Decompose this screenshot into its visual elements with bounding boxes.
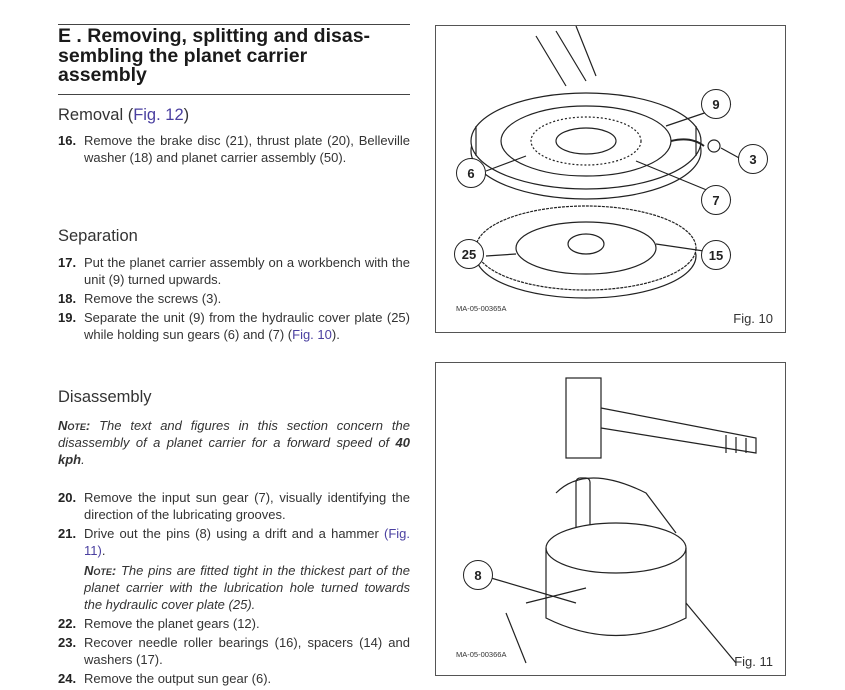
top-rule xyxy=(58,24,410,25)
step-number: 21. xyxy=(58,526,77,541)
figure-code: MA-05-00366A xyxy=(456,650,507,659)
heading-text: Removal ( xyxy=(58,106,134,124)
step-number: 18. xyxy=(58,291,77,306)
planet-carrier-illustration xyxy=(470,26,742,299)
title-line: E . Removing, splitting and disas- xyxy=(58,25,371,47)
note-end: . xyxy=(81,452,85,467)
note-label: Note: xyxy=(58,418,91,433)
step-text: Remove the screws (3). xyxy=(84,291,222,306)
disassembly-heading: Disassembly xyxy=(58,388,152,406)
title-rule xyxy=(58,94,410,95)
note-text: The text and figures in this section con… xyxy=(58,418,410,450)
step-text-main: Separate the unit (9) from the hydraulic… xyxy=(84,310,410,342)
step-21-note: Note: The pins are fitted tight in the t… xyxy=(84,562,410,613)
step-text: Drive out the pins (8) using a drift and… xyxy=(84,526,410,613)
figure-caption: Fig. 10 xyxy=(733,311,773,326)
step-number: 24. xyxy=(58,671,77,686)
step-text: Recover needle roller bearings (16), spa… xyxy=(84,635,410,667)
callout-7: 7 xyxy=(701,185,731,215)
note-bold: 40 kph xyxy=(58,435,410,467)
step-17: 17. Put the planet carrier assembly on a … xyxy=(58,254,410,288)
figure-caption: Fig. 11 xyxy=(734,654,773,669)
callout-9: 9 xyxy=(701,89,731,119)
step-text: Put the planet carrier assembly on a wor… xyxy=(84,255,410,287)
step-text: Remove the planet gears (12). xyxy=(84,616,260,631)
figure-11: 8 MA-05-00366A Fig. 11 xyxy=(435,362,786,676)
callout-6: 6 xyxy=(456,158,486,188)
disassembly-steps: 20. Remove the input sun gear (7), visual… xyxy=(58,489,410,689)
step-number: 17. xyxy=(58,255,77,270)
callout-25: 25 xyxy=(454,239,484,269)
removal-heading: Removal (Fig. 12) xyxy=(58,106,189,125)
step-text: Separate the unit (9) from the hydraulic… xyxy=(84,310,410,342)
step-number: 16. xyxy=(58,133,77,148)
step-text-main: Drive out the pins (8) using a drift and… xyxy=(84,526,384,541)
note-label: Note: xyxy=(84,563,117,578)
disassembly-note: Note: The text and figures in this secti… xyxy=(58,417,410,468)
step-16: 16. Remove the brake disc (21), thrust pl… xyxy=(58,132,410,166)
step-number: 22. xyxy=(58,616,77,631)
step-text: Remove the input sun gear (7), visually … xyxy=(84,490,410,522)
heading-close: ) xyxy=(183,106,190,124)
step-21: 21. Drive out the pins (8) using a drift … xyxy=(58,525,410,613)
figure-code: MA-05-00365A xyxy=(456,304,507,313)
step-24: 24. Remove the output sun gear (6). xyxy=(58,670,410,687)
separation-heading: Separation xyxy=(58,227,138,245)
step-22: 22. Remove the planet gears (12). xyxy=(58,615,410,632)
callout-8: 8 xyxy=(463,560,493,590)
separation-steps: 17. Put the planet carrier assembly on a … xyxy=(58,254,410,345)
step-text: Remove the output sun gear (6). xyxy=(84,671,272,686)
step-18: 18. Remove the screws (3). xyxy=(58,290,410,307)
hammer-drift-illustration xyxy=(490,377,757,664)
section-title: E . Removing, splitting and disas- sembl… xyxy=(58,25,410,86)
figure-10: 9 3 6 7 25 15 MA-05-00365A Fig. 10 xyxy=(435,25,786,333)
note-text: The pins are fitted tight in the thickes… xyxy=(84,563,410,612)
step-number: 23. xyxy=(58,635,77,650)
step-number: 20. xyxy=(58,490,77,505)
step-23: 23. Recover needle roller bearings (16), … xyxy=(58,634,410,668)
fig11-link[interactable]: Fig. 11 xyxy=(84,526,410,558)
fig10-link[interactable]: Fig. 10 xyxy=(292,327,332,342)
callout-15: 15 xyxy=(701,240,731,270)
step-20: 20. Remove the input sun gear (7), visual… xyxy=(58,489,410,523)
step-number: 19. xyxy=(58,310,77,325)
title-line: assembly xyxy=(58,64,147,86)
fig12-link[interactable]: Fig. 12 xyxy=(133,106,184,124)
title-line: sembling the planet carrier xyxy=(58,44,308,67)
callout-3: 3 xyxy=(738,144,768,174)
step-text: Remove the brake disc (21), thrust plate… xyxy=(84,133,410,165)
removal-steps: 16. Remove the brake disc (21), thrust pl… xyxy=(58,132,410,168)
step-19: 19. Separate the unit (9) from the hydrau… xyxy=(58,309,410,343)
